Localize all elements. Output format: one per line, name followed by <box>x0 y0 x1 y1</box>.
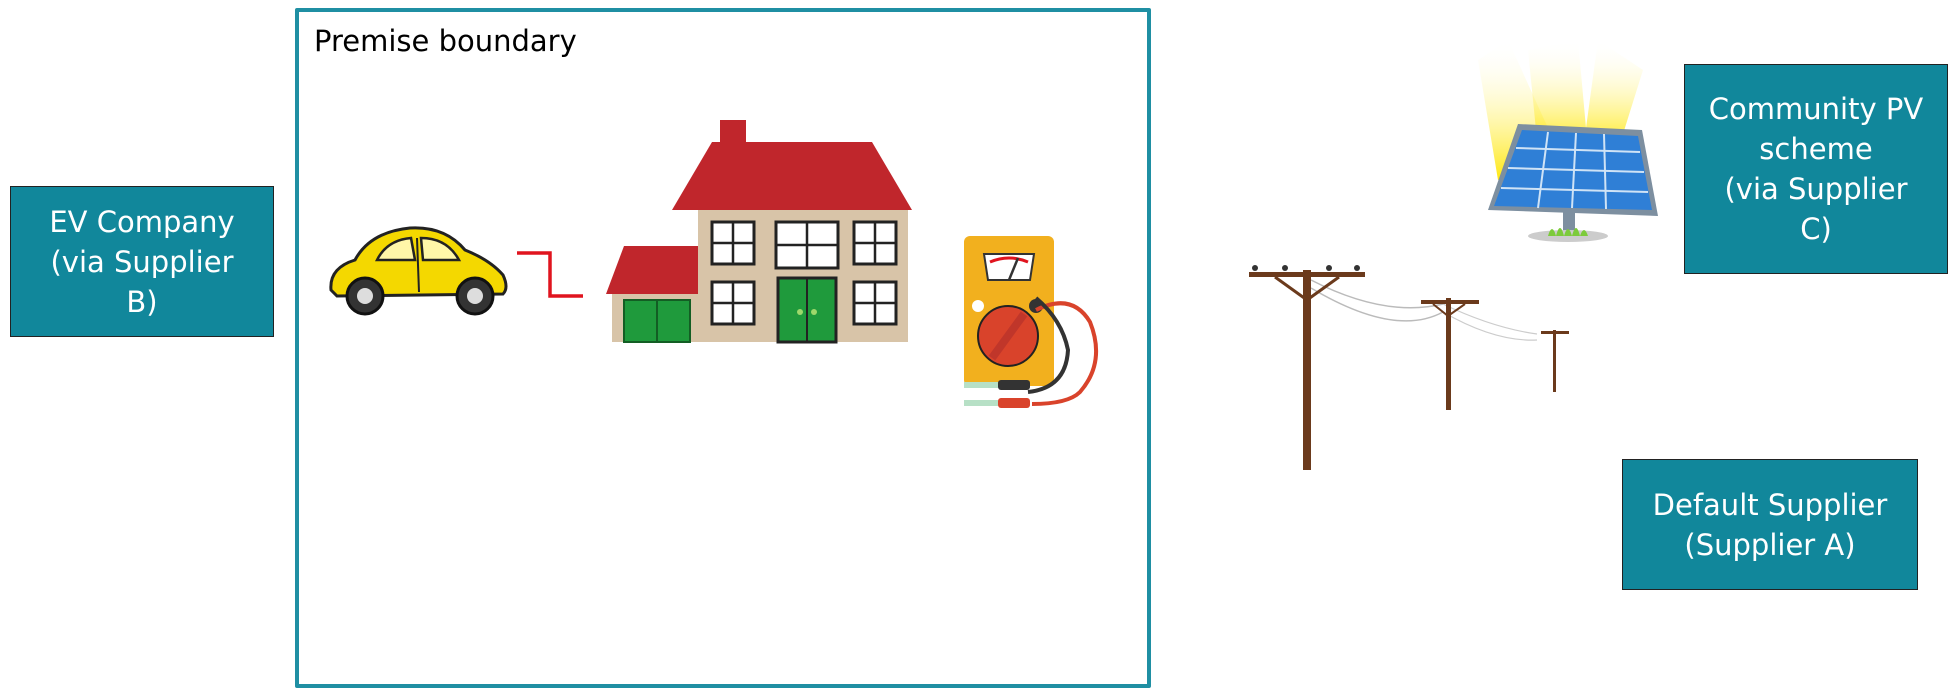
house-icon <box>600 118 940 346</box>
premise-boundary-label: Premise boundary <box>314 24 577 58</box>
car-house-connector <box>515 250 585 300</box>
solar-panel-icon <box>1468 40 1678 260</box>
multimeter-icon <box>962 232 1112 432</box>
community-pv-text: Community PV scheme (via Supplier C) <box>1709 89 1923 249</box>
ev-company-box: EV Company (via Supplier B) <box>10 186 274 337</box>
default-supplier-box: Default Supplier (Supplier A) <box>1622 459 1918 590</box>
power-lines-icon <box>1245 258 1585 468</box>
community-pv-box: Community PV scheme (via Supplier C) <box>1684 64 1948 274</box>
car-icon <box>325 220 515 320</box>
ev-company-text: EV Company (via Supplier B) <box>49 202 234 322</box>
default-supplier-text: Default Supplier (Supplier A) <box>1653 485 1888 565</box>
